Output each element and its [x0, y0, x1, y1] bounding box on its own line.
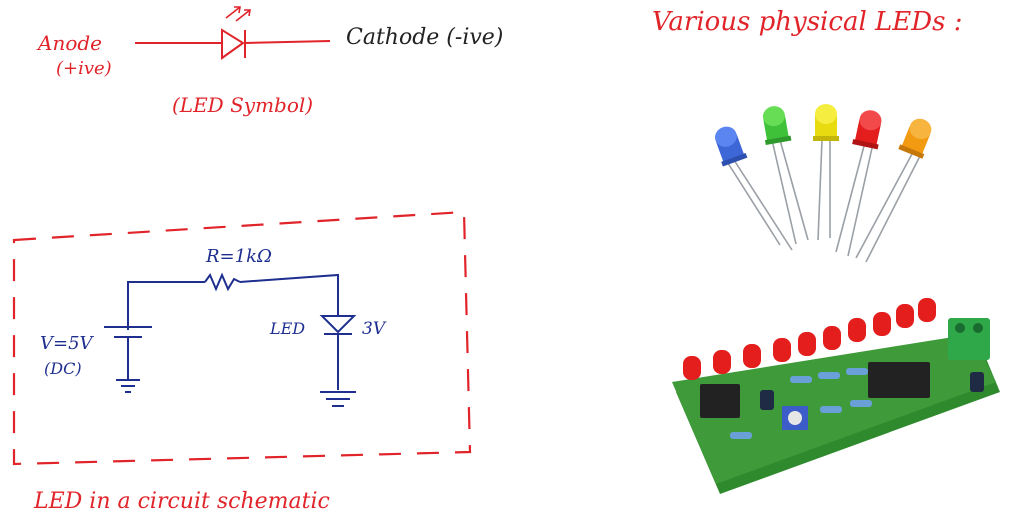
led-triangle — [221, 28, 245, 60]
schematic-caption: LED in a circuit schematic — [33, 489, 330, 514]
led-pcb-board-photo — [672, 298, 1000, 494]
cathode-wire — [244, 40, 331, 44]
led-blue-icon — [715, 126, 793, 251]
led-symbol-caption: (LED Symbol) — [172, 93, 313, 117]
led-voltage-label: 3V — [362, 319, 387, 339]
schematic-dashed-frame — [12, 210, 472, 466]
led-orange-icon — [855, 118, 932, 263]
capacitor-1-icon — [760, 390, 774, 410]
source-voltage-label: V=5V — [40, 333, 95, 354]
resistor-zigzag — [204, 272, 241, 292]
resistor-row-icon — [730, 368, 872, 439]
schematic-led-label: LED — [269, 319, 305, 338]
terminal-block-icon — [948, 318, 990, 360]
capacitor-2-icon — [970, 372, 984, 392]
led-green-icon — [762, 106, 809, 245]
anode-polarity-label: (+ive) — [56, 58, 112, 79]
led-symbol-group: Anode (+ive) Cathode (-ive) (LED Symbol) — [36, 6, 503, 117]
anode-label: Anode — [36, 31, 102, 55]
right-top-wire — [239, 273, 339, 316]
light-emission-arrows-icon — [225, 6, 251, 22]
physical-leds-title: Various physical LEDs : — [652, 7, 962, 37]
loose-leds-photo — [715, 104, 932, 263]
source-type-label: (DC) — [44, 359, 82, 378]
schematic-led-triangle — [319, 315, 357, 334]
ic-chip-large-icon — [868, 362, 930, 398]
cathode-label: Cathode (-ive) — [346, 25, 503, 50]
resistor-label: R=1kΩ — [205, 246, 272, 267]
pcb-led-row — [683, 298, 936, 380]
circuit-schematic-group: R=1kΩ V=5V (DC) LED 3V LED in a circuit … — [12, 210, 472, 514]
led-yellow-icon — [813, 104, 839, 241]
ic-chip-small-icon — [700, 384, 740, 418]
left-top-wire — [127, 281, 205, 330]
led-red-icon — [835, 110, 882, 257]
